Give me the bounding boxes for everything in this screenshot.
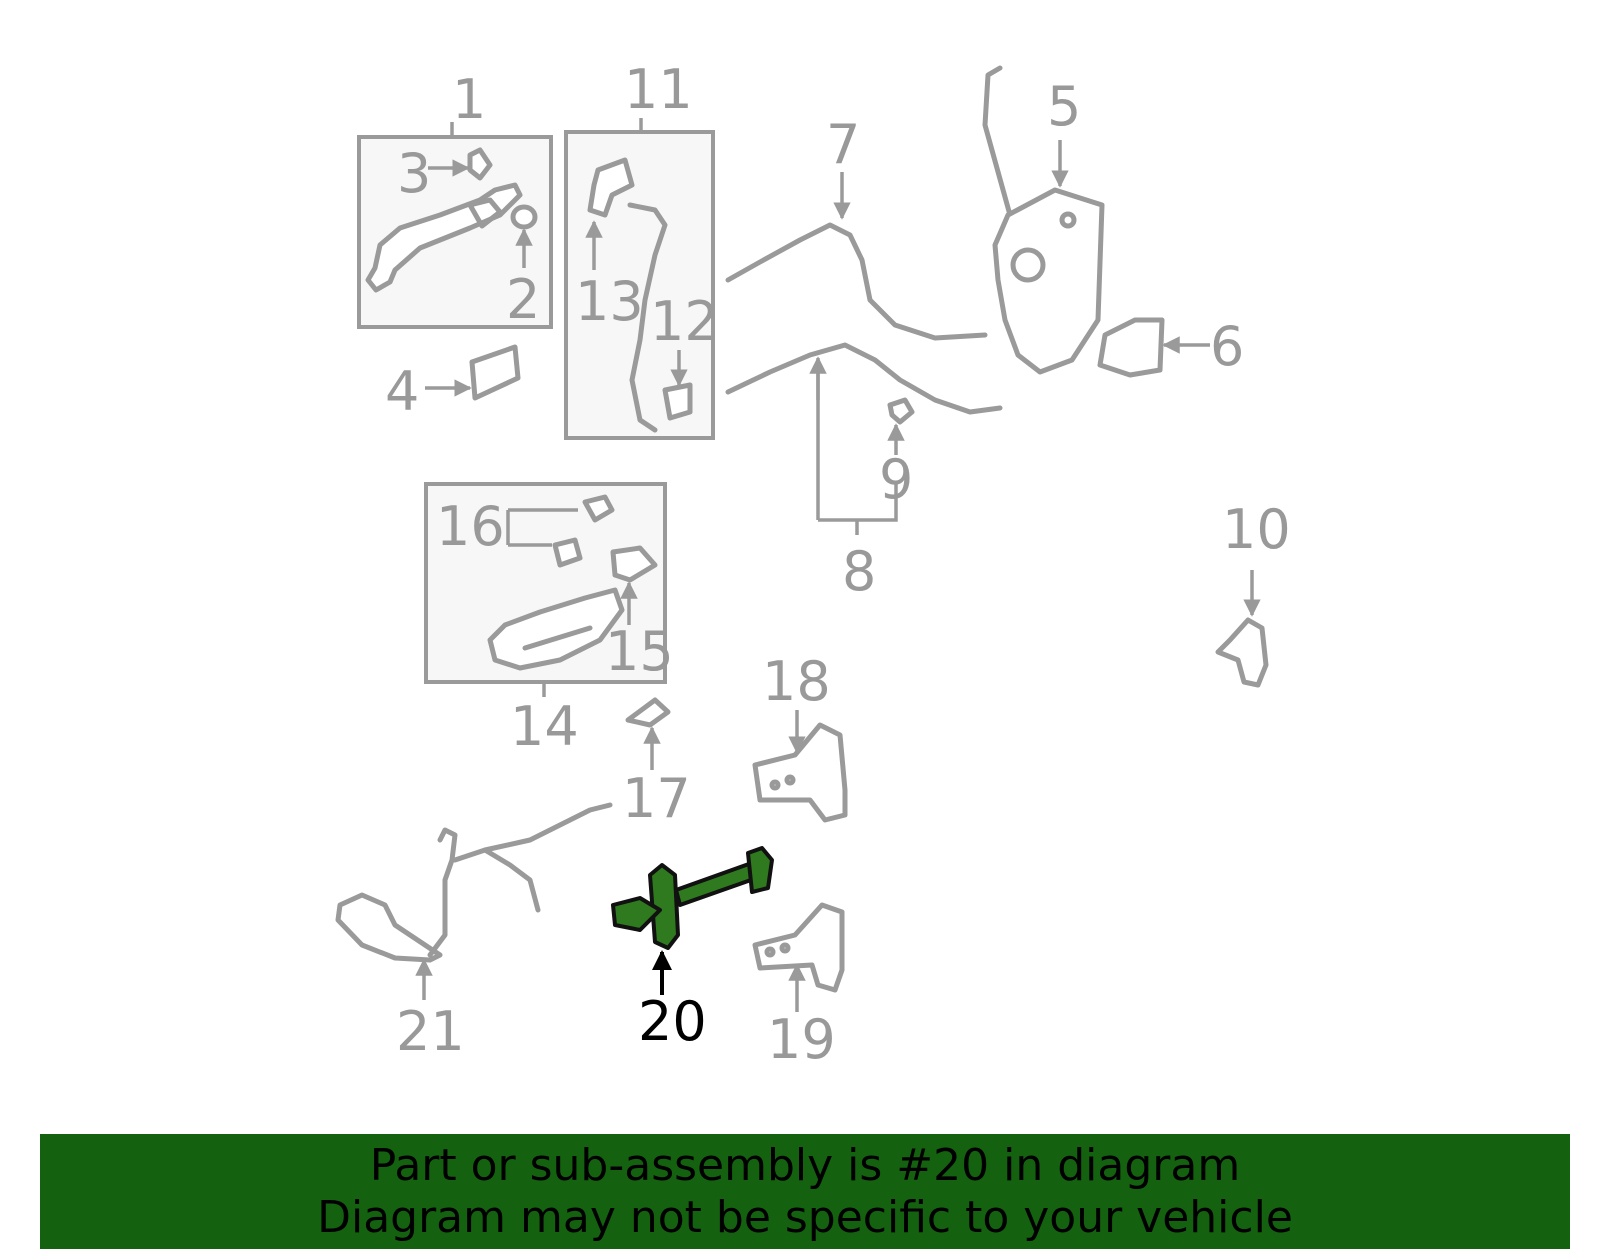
callout-13: 13 (575, 270, 644, 333)
info-banner: Part or sub-assembly is #20 in diagram D… (40, 1134, 1570, 1249)
handle-clip (467, 147, 493, 181)
callout-11: 11 (624, 58, 693, 121)
group-box-14 (424, 482, 667, 697)
callout-1: 1 (452, 68, 486, 131)
callout-7: 7 (826, 113, 860, 176)
bracket-15 (610, 545, 658, 583)
callout-12: 12 (650, 290, 719, 353)
callout-5: 5 (1047, 75, 1081, 138)
door-check-bracket (611, 896, 662, 932)
clip-16a (582, 494, 615, 523)
callout-14: 14 (510, 695, 579, 758)
hinge-part-18 (752, 722, 848, 823)
clip-16b (552, 537, 583, 568)
callout-19: 19 (767, 1008, 836, 1071)
cap (510, 204, 538, 230)
door-check-plate (648, 863, 680, 950)
lock-bracket (587, 157, 635, 218)
door-latch (992, 187, 1105, 375)
clip-part-9 (887, 397, 915, 425)
parts-diagram: 1 2 3 4 5 6 7 8 9 10 11 12 13 14 15 16 1… (335, 58, 1291, 1071)
callout-9: 9 (879, 448, 913, 511)
cable-8 (725, 342, 1003, 415)
wiring-part-21 (335, 802, 613, 1000)
callout-15: 15 (605, 620, 674, 683)
door-check-part-20 (611, 846, 774, 995)
callout-21: 21 (396, 1000, 465, 1063)
callout-16: 16 (436, 495, 505, 558)
cable-assembly (725, 172, 1003, 535)
latch-assembly (982, 65, 1210, 378)
latch-part-6 (1097, 317, 1165, 378)
striker-part-10 (1215, 617, 1269, 688)
wiring-connector (335, 892, 443, 963)
callout-2: 2 (506, 268, 540, 331)
outside-handle (365, 182, 523, 293)
rod-clip (662, 382, 693, 421)
callout-4: 4 (385, 360, 419, 423)
callout-10: 10 (1222, 498, 1291, 561)
callout-6: 6 (1210, 315, 1244, 378)
group-box-1 (357, 122, 553, 329)
door-check-stop (746, 846, 774, 894)
latch-rod (982, 65, 1013, 218)
banner-line-2: Diagram may not be specific to your vehi… (317, 1191, 1293, 1243)
hinge-part-19 (752, 902, 845, 993)
callout-3: 3 (397, 142, 431, 205)
group-box-11 (564, 118, 715, 440)
callout-18: 18 (762, 650, 831, 713)
callout-8: 8 (842, 540, 876, 603)
lock-rod (627, 202, 668, 433)
cap-part-17 (625, 697, 671, 728)
callout-17: 17 (622, 767, 691, 830)
pad-part-4 (469, 344, 521, 401)
banner-line-1: Part or sub-assembly is #20 in diagram (369, 1139, 1241, 1191)
cable-7 (725, 222, 988, 341)
callout-20: 20 (638, 990, 707, 1053)
